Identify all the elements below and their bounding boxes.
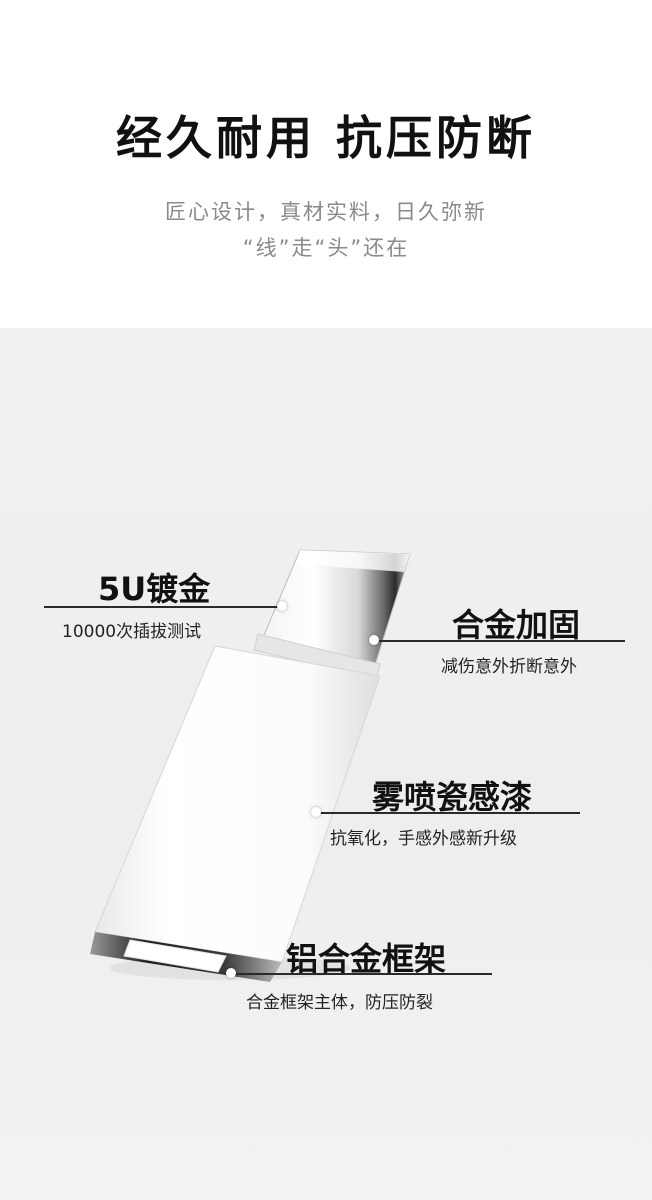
callout-alloy-desc: 减伤意外折断意外: [441, 657, 577, 677]
callout-paint-desc: 抗氧化，手感外感新升级: [330, 829, 517, 849]
header-section: 经久耐用 抗压防断 匠心设计，真材实料，日久弥新 “线”走“头”还在: [0, 0, 652, 328]
subline-1: 匠心设计，真材实料，日久弥新: [165, 200, 487, 224]
callout-paint-dot: [311, 807, 321, 817]
callout-frame-line: [230, 973, 492, 975]
callout-gold-desc: 10000次插拔测试: [62, 622, 202, 642]
usb-c-adapter-image: [90, 549, 411, 982]
callout-gold-title: 5U镀金: [98, 570, 211, 608]
callout-alloy-title: 合金加固: [452, 606, 581, 644]
callout-alloy-dot: [369, 635, 379, 645]
callout-alloy-line: [373, 640, 625, 642]
adapter-body: [94, 645, 381, 963]
callout-frame-dot: [226, 968, 236, 978]
callout-paint-title: 雾喷瓷感漆: [372, 778, 533, 816]
subline-2: “线”走“头”还在: [242, 236, 410, 260]
callout-frame-title: 铝合金框架: [286, 940, 447, 978]
callout-gold-line: [44, 606, 282, 608]
plug-highlight: [296, 550, 410, 572]
callout-paint-line: [316, 812, 580, 814]
callout-gold-dot: [277, 601, 287, 611]
callout-frame-desc: 合金框架主体，防压防裂: [246, 993, 433, 1013]
usb-port: [123, 939, 227, 973]
product-showcase: 5U镀金 10000次插拔测试 合金加固 减伤意外折断意外 雾喷瓷感漆 抗氧化，…: [0, 328, 652, 1200]
headline: 经久耐用 抗压防断: [115, 111, 536, 165]
